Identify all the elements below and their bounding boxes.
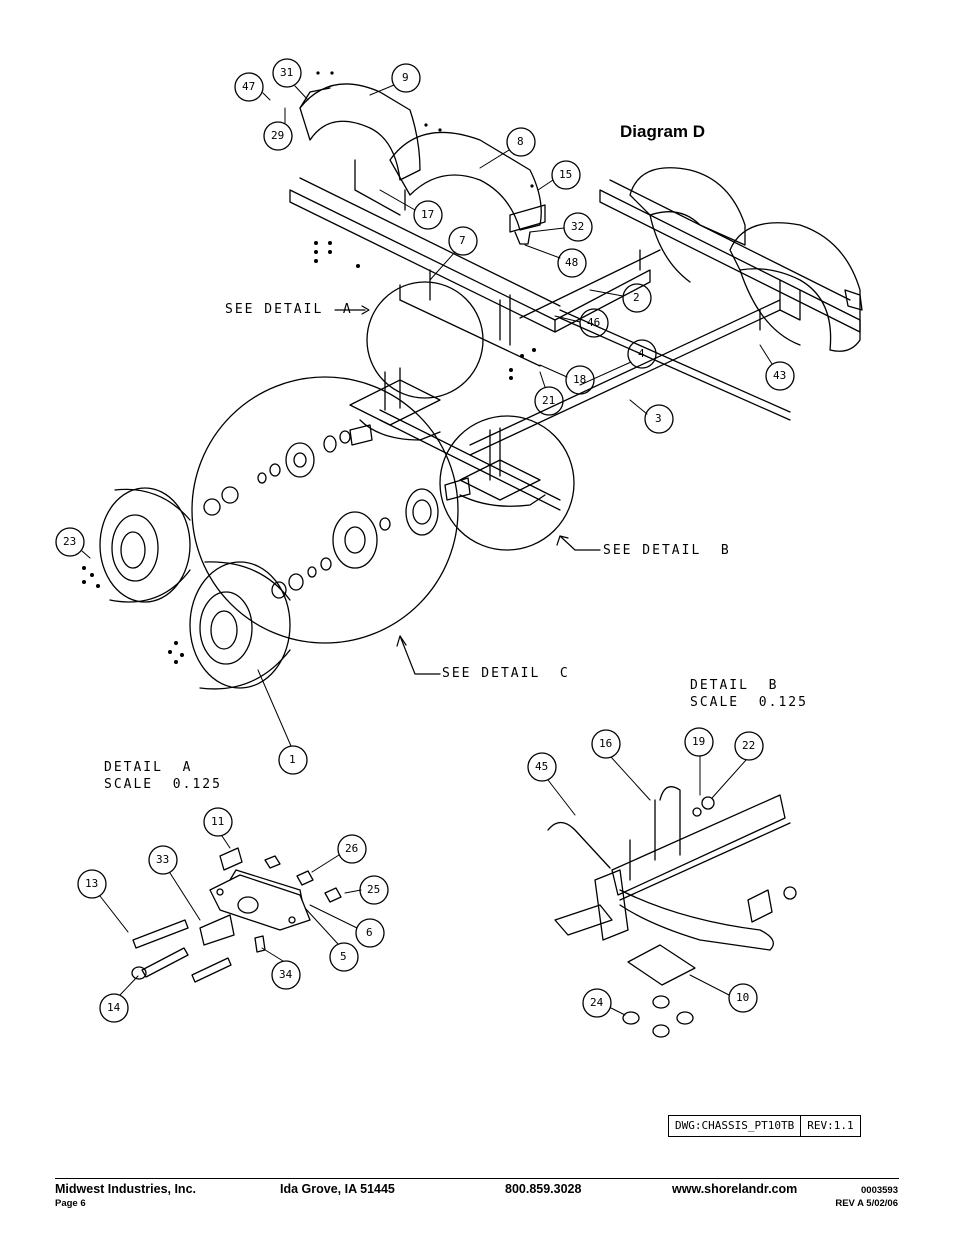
upper-axle-assembly (349, 367, 546, 507)
callout-6: 6 (366, 926, 373, 939)
footer-phone: 800.859.3028 (505, 1182, 582, 1196)
callout-46: 46 (587, 316, 601, 329)
detail-a-title: DETAIL A (104, 760, 193, 775)
callout-25: 25 (367, 883, 381, 896)
callout-23: 23 (63, 535, 77, 548)
frame-rails (289, 177, 861, 511)
callout-15: 15 (559, 168, 573, 181)
tires (99, 487, 291, 690)
callout-22: 22 (742, 739, 756, 752)
callout-31: 31 (280, 66, 294, 79)
callout-5: 5 (340, 950, 347, 963)
callout-34: 34 (279, 968, 293, 981)
detail-b-title: DETAIL B (690, 678, 779, 693)
callout-29: 29 (271, 129, 285, 142)
callout-48: 48 (565, 256, 579, 269)
right-fenders (629, 167, 863, 352)
callout-21: 21 (542, 394, 556, 407)
footer-doc-number: 0003593 (861, 1185, 898, 1196)
callout-7: 7 (459, 234, 466, 247)
see-detail-a-label: SEE DETAIL A (225, 302, 353, 317)
detail-b-parts (547, 786, 797, 1038)
callout-43: 43 (773, 369, 787, 382)
detail-a-scale: SCALE 0.125 (104, 777, 222, 792)
hub-parts (203, 430, 439, 599)
callout-26: 26 (345, 842, 359, 855)
callout-8: 8 (517, 135, 524, 148)
callout-33: 33 (156, 853, 170, 866)
callout-24: 24 (590, 996, 604, 1009)
callout-3: 3 (655, 412, 662, 425)
callout-45: 45 (535, 760, 549, 773)
drawing-revision: REV:1.1 (800, 1116, 859, 1136)
callout-10: 10 (736, 991, 750, 1004)
callout-2: 2 (633, 291, 640, 304)
detail-circles (191, 281, 575, 644)
callout-9: 9 (402, 71, 409, 84)
callout-17: 17 (421, 208, 435, 221)
callout-19: 19 (692, 735, 706, 748)
see-detail-b-label: SEE DETAIL B (603, 543, 731, 558)
callout-4: 4 (638, 347, 645, 360)
callout-13: 13 (85, 877, 99, 890)
leader-lines (81, 84, 773, 1016)
see-detail-c-label: SEE DETAIL C (442, 666, 570, 681)
diagram-title: Diagram D (620, 122, 706, 141)
drawing-number: DWG:CHASSIS_PT10TB (675, 1119, 795, 1132)
callout-18: 18 (573, 373, 587, 386)
left-fenders (299, 83, 546, 245)
detail-b-scale: SCALE 0.125 (690, 695, 808, 710)
footer-page: Page 6 (55, 1198, 86, 1209)
footer-location: Ida Grove, IA 51445 (280, 1182, 395, 1196)
callout-47: 47 (242, 80, 256, 93)
footer-company: Midwest Industries, Inc. (55, 1182, 196, 1196)
drawing-number-block: DWG:CHASSIS_PT10TB REV:1.1 (668, 1115, 861, 1137)
callout-11: 11 (211, 815, 225, 828)
callout-circles (55, 58, 795, 1023)
footer-revision: REV A 5/02/06 (835, 1198, 898, 1209)
detail-arrows (334, 305, 601, 675)
footer-website: www.shorelandr.com (672, 1182, 798, 1196)
hardware-dots (82, 71, 536, 664)
callout-16: 16 (599, 737, 613, 750)
callout-1: 1 (289, 753, 296, 766)
callout-32: 32 (571, 220, 585, 233)
detail-a-parts (131, 847, 342, 983)
footer-rule (55, 1178, 899, 1179)
callout-14: 14 (107, 1001, 121, 1014)
